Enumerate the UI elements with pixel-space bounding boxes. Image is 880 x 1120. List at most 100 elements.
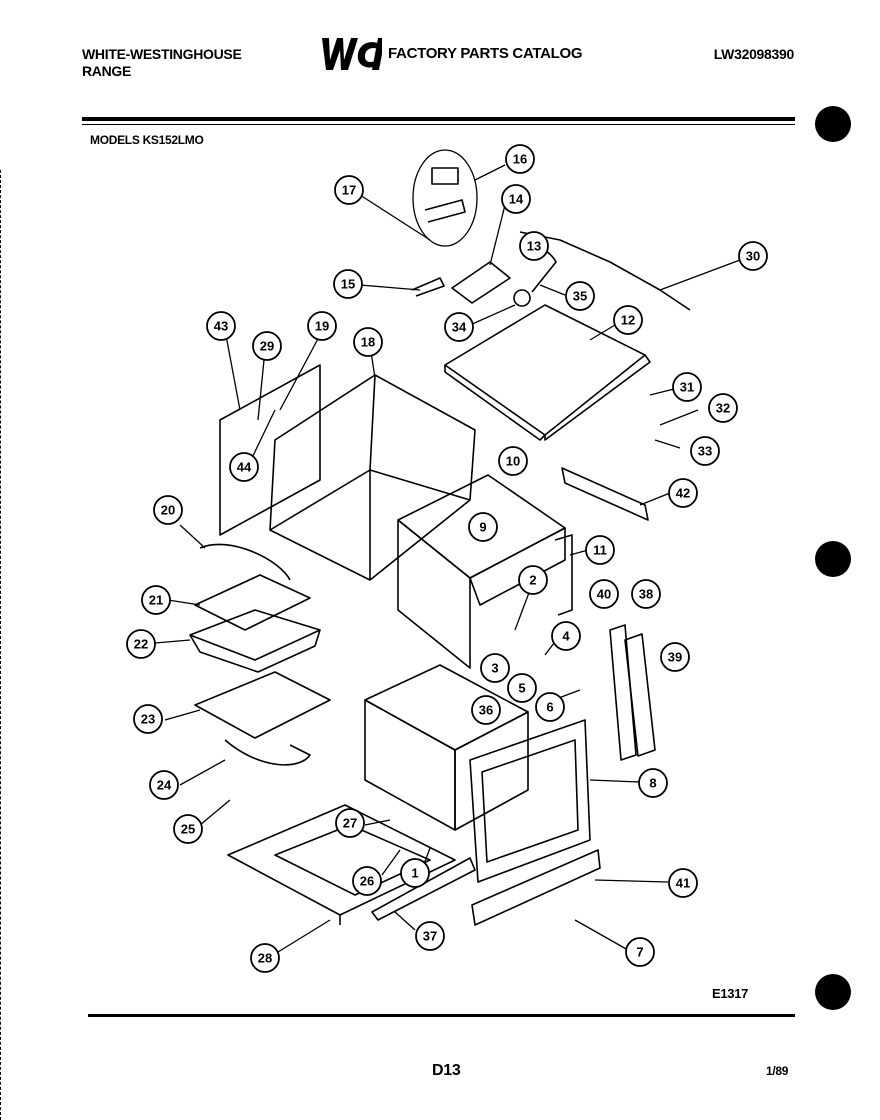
callout-32: 32 xyxy=(708,393,738,423)
callout-label: 43 xyxy=(214,319,228,334)
brand-block: WHITE-WESTINGHOUSE RANGE xyxy=(82,46,242,80)
top-panel-edge xyxy=(444,365,546,441)
callout-label: 40 xyxy=(597,587,611,602)
callout-12: 12 xyxy=(613,305,643,335)
callout-label: 44 xyxy=(237,460,252,475)
callout-label: 28 xyxy=(258,951,272,966)
callout-label: 17 xyxy=(342,183,356,198)
callout-2: 2 xyxy=(518,565,548,595)
burner-base xyxy=(451,261,511,304)
callout-circle xyxy=(738,241,768,271)
callout-label: 12 xyxy=(621,313,635,328)
callout-21: 21 xyxy=(141,585,171,615)
callout-label: 31 xyxy=(680,380,694,395)
callout-circle xyxy=(444,312,474,342)
callout-circle xyxy=(400,858,430,888)
upper-oven-side xyxy=(397,519,471,669)
callout-label: 22 xyxy=(134,637,148,652)
callout-20: 20 xyxy=(153,495,183,525)
scan-edge xyxy=(0,170,4,1120)
callout-circle xyxy=(126,629,156,659)
figure-code: E1317 xyxy=(712,986,749,1001)
callout-10: 10 xyxy=(498,446,528,476)
callout-8: 8 xyxy=(638,768,668,798)
callout-circle xyxy=(149,770,179,800)
brand-line-2: RANGE xyxy=(82,63,132,79)
callout-label: 27 xyxy=(343,816,357,831)
callout-label: 33 xyxy=(698,444,712,459)
callout-circle xyxy=(153,495,183,525)
drawer-bottom xyxy=(227,804,456,916)
callout-circle xyxy=(471,695,501,725)
callout-15: 15 xyxy=(333,269,363,299)
oven-rack xyxy=(194,671,331,739)
detail-circle xyxy=(412,149,478,247)
callout-label: 10 xyxy=(506,454,520,469)
callout-circle xyxy=(551,621,581,651)
callout-16: 16 xyxy=(505,144,535,174)
callout-9: 9 xyxy=(468,512,498,542)
callout-6: 6 xyxy=(535,692,565,722)
callout-bubbles: 1234567891011121314151617181920212223242… xyxy=(126,144,768,973)
callout-label: 1 xyxy=(411,866,418,881)
callout-26: 26 xyxy=(352,866,382,896)
callout-label: 6 xyxy=(546,700,553,715)
revision-date: 1/89 xyxy=(766,1064,789,1078)
callout-label: 18 xyxy=(361,335,375,350)
callout-label: 5 xyxy=(518,681,525,696)
callout-circle xyxy=(672,372,702,402)
callout-5: 5 xyxy=(507,673,537,703)
callout-circle xyxy=(480,653,510,683)
callout-label: 25 xyxy=(181,822,195,837)
bake-element xyxy=(224,739,311,766)
callout-19: 19 xyxy=(307,311,337,341)
callout-circle xyxy=(519,231,549,261)
callout-label: 16 xyxy=(513,152,527,167)
catalog-number: LW32098390 xyxy=(713,46,795,62)
callout-38: 38 xyxy=(631,579,661,609)
callout-23: 23 xyxy=(133,704,163,734)
callout-circle xyxy=(668,478,698,508)
callout-29: 29 xyxy=(252,331,282,361)
callout-circle xyxy=(660,642,690,672)
callout-label: 9 xyxy=(479,520,486,535)
callout-circle xyxy=(708,393,738,423)
lower-oven-side xyxy=(364,699,456,831)
callout-42: 42 xyxy=(668,478,698,508)
callout-label: 15 xyxy=(341,277,355,292)
angle-42 xyxy=(561,467,649,521)
callout-7: 7 xyxy=(625,937,655,967)
back-panel xyxy=(219,364,321,536)
broil-element xyxy=(199,543,291,581)
callout-circle xyxy=(133,704,163,734)
callout-label: 13 xyxy=(527,239,541,254)
callout-circle xyxy=(507,673,537,703)
callout-28: 28 xyxy=(250,943,280,973)
callout-37: 37 xyxy=(415,921,445,951)
callout-circle xyxy=(518,565,548,595)
callout-36: 36 xyxy=(471,695,501,725)
callout-label: 34 xyxy=(452,320,467,335)
callout-circle xyxy=(505,144,535,174)
page-number: D13 xyxy=(432,1062,461,1079)
callout-circle xyxy=(229,452,259,482)
callout-circle xyxy=(498,446,528,476)
callout-label: 24 xyxy=(157,778,172,793)
callout-label: 41 xyxy=(676,876,690,891)
callout-circle xyxy=(613,305,643,335)
callout-label: 32 xyxy=(716,401,730,416)
callout-label: 3 xyxy=(491,661,498,676)
callout-label: 7 xyxy=(636,945,643,960)
leader-lines xyxy=(154,164,741,953)
kick-panel xyxy=(471,849,601,926)
header-rule-thin xyxy=(82,124,795,125)
callout-circle xyxy=(206,311,236,341)
callout-31: 31 xyxy=(672,372,702,402)
callout-44: 44 xyxy=(229,452,259,482)
callout-27: 27 xyxy=(335,808,365,838)
callout-label: 39 xyxy=(668,650,682,665)
callout-circle xyxy=(468,512,498,542)
callout-circle xyxy=(638,768,668,798)
callout-label: 29 xyxy=(260,339,274,354)
